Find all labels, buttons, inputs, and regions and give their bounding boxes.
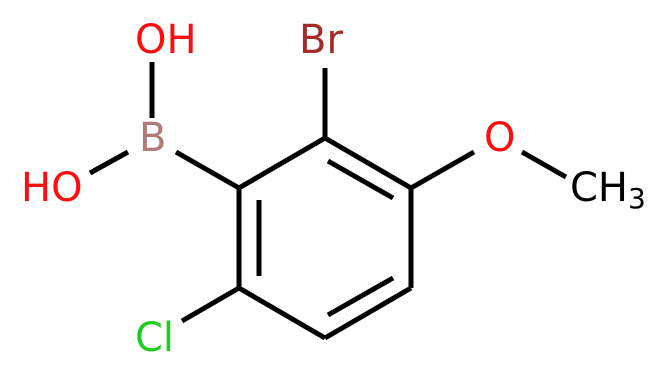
atom-oh-top: OH bbox=[135, 17, 197, 63]
bond-c4-c5 bbox=[323, 285, 413, 341]
atom-bromine: Br bbox=[299, 17, 343, 63]
bonds bbox=[88, 62, 568, 341]
atom-labels: OH HO B Br O CH3 Cl bbox=[21, 17, 646, 361]
atom-methyl: CH3 bbox=[570, 165, 646, 215]
atom-boron: B bbox=[139, 115, 166, 161]
atom-oxygen: O bbox=[484, 115, 515, 161]
methyl-subscript: 3 bbox=[628, 182, 646, 215]
atom-chlorine: Cl bbox=[135, 315, 174, 361]
bond-c2-c3 bbox=[323, 135, 413, 191]
atom-ho-left: HO bbox=[21, 165, 83, 211]
bond-c4-c5-inner bbox=[326, 275, 395, 318]
bond-c5-c6 bbox=[237, 285, 327, 341]
bond-c1-c2 bbox=[237, 135, 327, 191]
bond-c1-b bbox=[174, 149, 241, 191]
bond-c6-cl bbox=[180, 285, 241, 324]
bond-c3-o bbox=[409, 149, 476, 191]
bond-o-ch3 bbox=[520, 149, 568, 180]
methyl-label: CH bbox=[570, 165, 628, 211]
bond-c2-c3-inner bbox=[326, 158, 395, 201]
bond-b-o-left bbox=[88, 149, 130, 176]
